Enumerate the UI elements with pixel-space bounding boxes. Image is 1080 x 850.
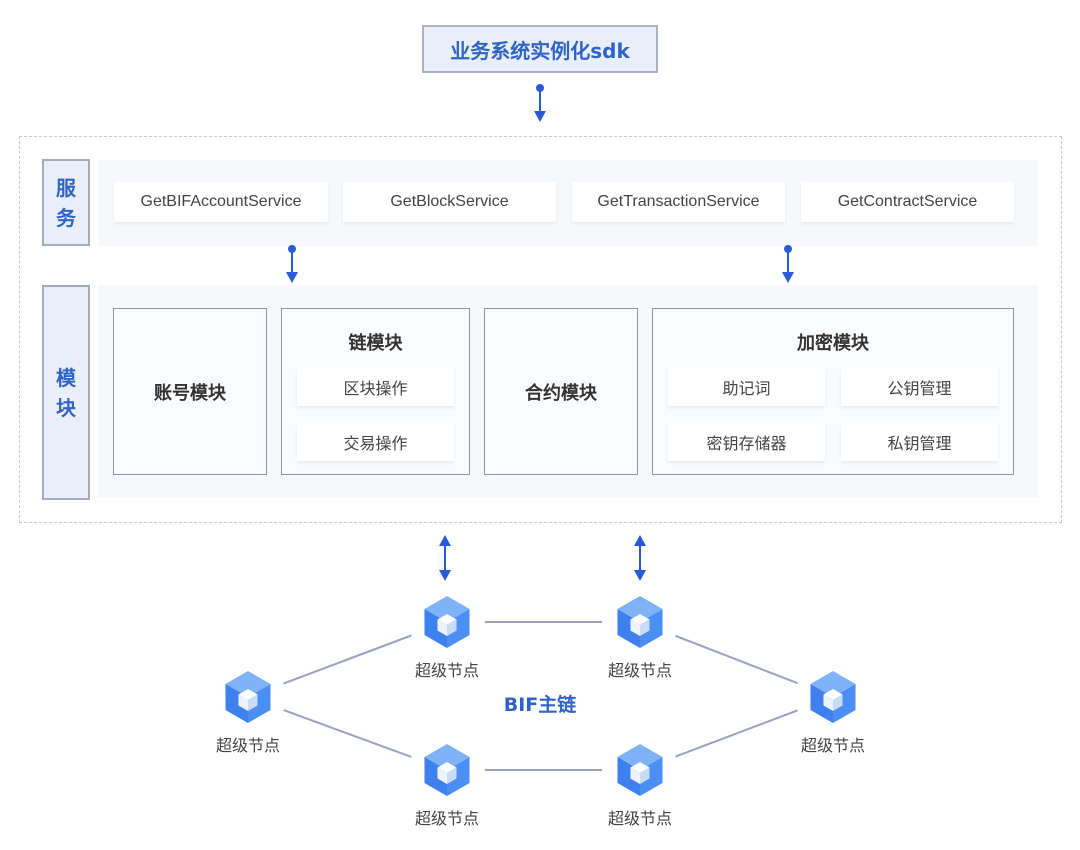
subitem-label: 交易操作 — [343, 434, 408, 453]
super-node-icon — [617, 596, 663, 648]
subitem-label: 助记词 — [722, 379, 771, 398]
sdk-title: 业务系统实例化sdk — [450, 38, 630, 63]
super-node-icon — [810, 671, 856, 723]
subitem-label: 公钥管理 — [887, 379, 952, 398]
super-node-icon — [225, 671, 271, 723]
super-node-icon — [424, 744, 470, 796]
service-get-contract: GetContractService — [801, 182, 1014, 222]
crypto-subitem-public-key: 公钥管理 — [841, 368, 998, 406]
bidirectional-arrow-right-icon — [634, 535, 646, 581]
super-node-icon — [617, 744, 663, 796]
edge-top-right-right — [675, 634, 798, 685]
module-label-char-1: 模 — [56, 365, 76, 390]
super-node-label: 超级节点 — [607, 809, 672, 828]
crypto-subitem-private-key: 私钥管理 — [841, 423, 998, 461]
chain-subitem-block-ops: 区块操作 — [297, 368, 454, 406]
super-node-label: 超级节点 — [414, 661, 479, 680]
service-layer-label: 服 务 — [42, 159, 90, 246]
service-label-char-1: 服 — [56, 175, 76, 200]
contract-module: 合约模块 — [484, 308, 638, 475]
service-get-block: GetBlockService — [343, 182, 556, 222]
account-module-title: 账号模块 — [154, 382, 226, 404]
super-node-label: 超级节点 — [607, 661, 672, 680]
service-get-bif-account: GetBIFAccountService — [114, 182, 328, 222]
service-label: GetContractService — [837, 193, 978, 210]
edge-left-bottom-left — [283, 709, 412, 758]
crypto-subitem-mnemonic: 助记词 — [668, 368, 825, 406]
arrow-sdk-to-services-icon — [534, 84, 546, 122]
service-label-char-2: 务 — [56, 205, 76, 230]
contract-module-title: 合约模块 — [525, 382, 597, 404]
subitem-label: 密钥存储器 — [706, 434, 787, 453]
chain-module-title: 链模块 — [348, 333, 403, 354]
module-layer-label: 模 块 — [42, 285, 90, 500]
chain-module: 链模块 区块操作 交易操作 — [281, 308, 470, 475]
crypto-module: 加密模块 助记词 公钥管理 密钥存储器 私钥管理 — [652, 308, 1014, 475]
sdk-instance-box: 业务系统实例化sdk — [422, 25, 658, 73]
service-label: GetBlockService — [390, 193, 509, 210]
bidirectional-arrow-left-icon — [439, 535, 451, 581]
module-label-char-2: 块 — [56, 395, 76, 420]
super-node-label: 超级节点 — [215, 736, 280, 755]
edge-left-top-left — [283, 634, 412, 685]
arrow-services-to-modules-right-icon — [782, 245, 794, 283]
super-node-label: 超级节点 — [414, 809, 479, 828]
service-label: GetTransactionService — [597, 193, 760, 210]
crypto-module-title: 加密模块 — [797, 333, 869, 354]
crypto-subitem-keystore: 密钥存储器 — [668, 423, 825, 461]
subitem-label: 私钥管理 — [887, 434, 952, 453]
edge-bottom-right-right — [675, 709, 798, 758]
service-label: GetBIFAccountService — [140, 193, 302, 210]
chain-subitem-tx-ops: 交易操作 — [297, 423, 454, 461]
account-module: 账号模块 — [113, 308, 267, 475]
sdk-container — [19, 136, 1062, 523]
arrow-services-to-modules-left-icon — [286, 245, 298, 283]
super-node-icon — [424, 596, 470, 648]
bif-mainchain-title: BIF主链 — [503, 694, 577, 716]
service-get-transaction: GetTransactionService — [572, 182, 785, 222]
super-node-label: 超级节点 — [800, 736, 865, 755]
subitem-label: 区块操作 — [343, 379, 408, 398]
